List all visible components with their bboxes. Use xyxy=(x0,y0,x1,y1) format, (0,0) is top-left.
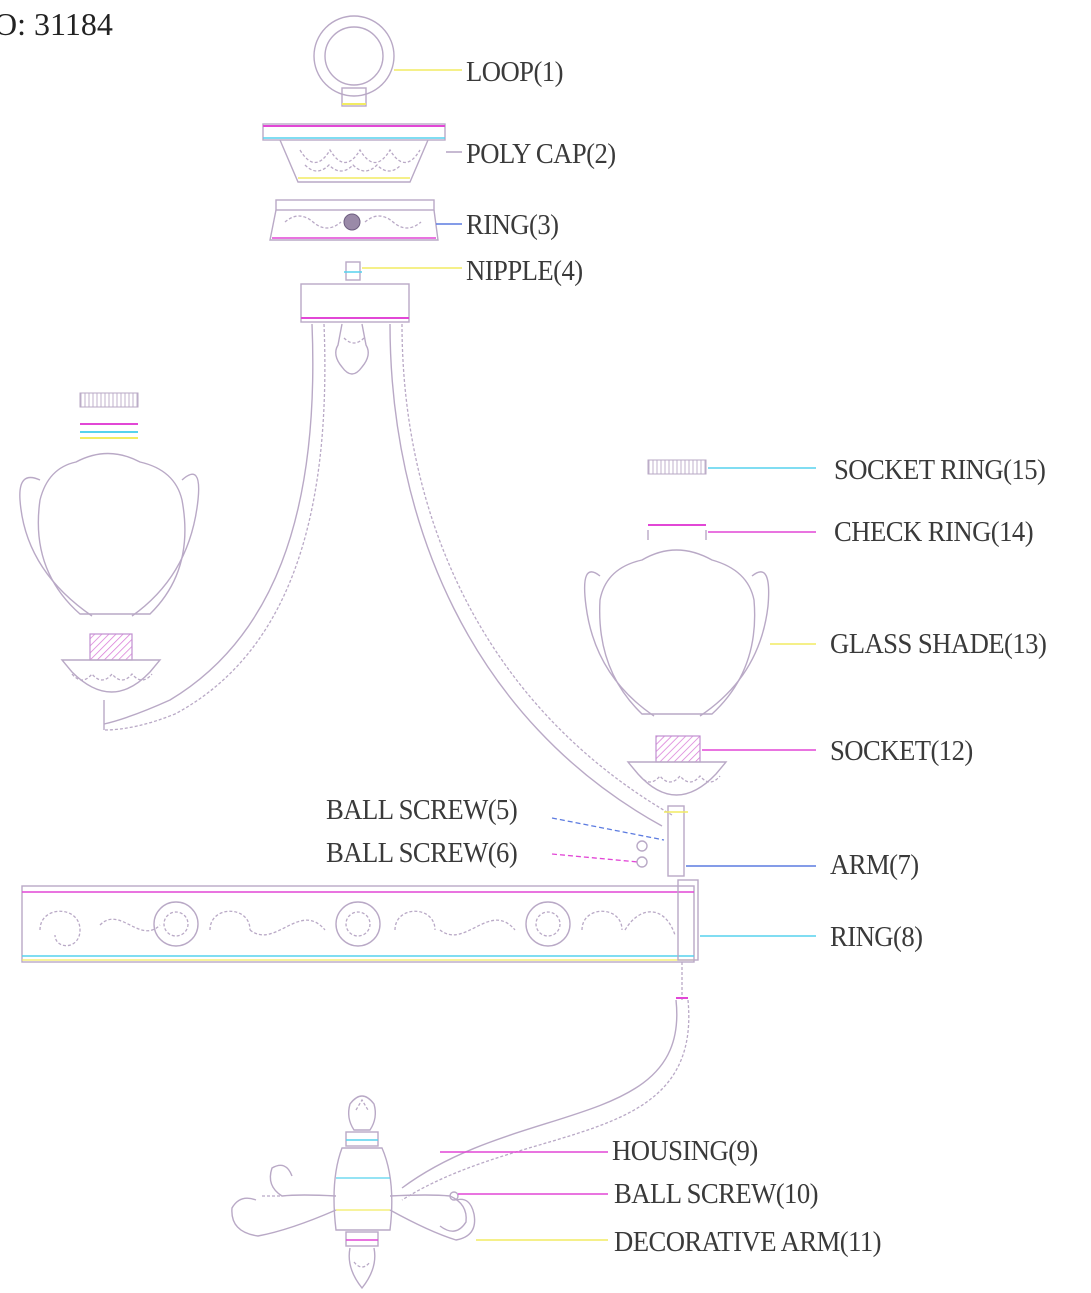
poly-cap-part xyxy=(262,123,446,183)
left-arm-curve xyxy=(103,323,326,731)
lower-stem-curve xyxy=(401,962,690,1201)
body-top-part xyxy=(300,283,410,375)
loop-part xyxy=(313,15,395,107)
label-ring-3: RING(3) xyxy=(466,209,559,241)
label-socket: SOCKET(12) xyxy=(830,735,973,767)
right-shade-assembly xyxy=(583,459,770,796)
label-ball-screw-10: BALL SCREW(10) xyxy=(614,1178,819,1210)
model-number-title: O: 31184 xyxy=(0,6,113,42)
leader-lines xyxy=(362,69,816,1241)
ring-3-part xyxy=(269,199,439,241)
housing-part xyxy=(333,1095,393,1290)
label-poly-cap: POLY CAP(2) xyxy=(466,138,616,170)
decorative-arm-part xyxy=(231,1164,476,1241)
label-arm-7: ARM(7) xyxy=(830,849,919,881)
label-ball-screw-5: BALL SCREW(5) xyxy=(326,794,518,826)
label-decorative-arm: DECORATIVE ARM(11) xyxy=(614,1226,882,1258)
arm-7-part xyxy=(636,805,688,877)
left-shade-assembly xyxy=(19,392,200,730)
label-check-ring: CHECK RING(14) xyxy=(834,516,1034,548)
label-socket-ring: SOCKET RING(15) xyxy=(834,454,1046,486)
label-nipple: NIPPLE(4) xyxy=(466,255,583,287)
label-ball-screw-6: BALL SCREW(6) xyxy=(326,837,518,869)
label-glass-shade: GLASS SHADE(13) xyxy=(830,628,1047,660)
label-loop: LOOP(1) xyxy=(466,56,563,88)
label-housing: HOUSING(9) xyxy=(612,1135,758,1167)
label-ring-8: RING(8) xyxy=(830,921,923,953)
ring-8-part xyxy=(21,879,699,963)
nipple-part xyxy=(344,261,362,281)
right-arm-curve xyxy=(389,323,673,827)
